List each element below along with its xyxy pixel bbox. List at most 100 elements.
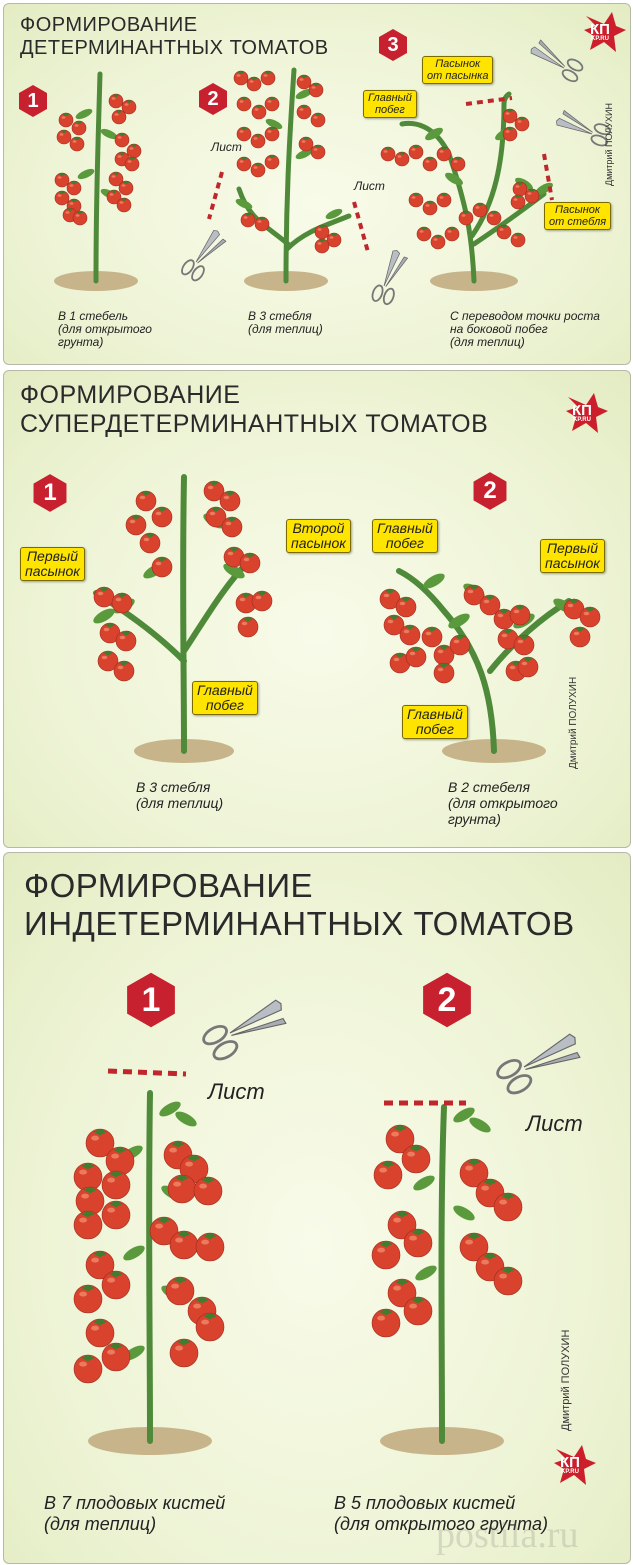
title-line: СУПЕРДЕТЕРМИНАНТНЫХ ТОМАТОВ	[20, 409, 489, 438]
tomato-icon	[108, 171, 124, 187]
tomato-icon	[416, 226, 432, 242]
tomato-icon	[149, 1216, 179, 1246]
step-number-badge: 2	[196, 82, 230, 116]
tomato-icon	[296, 104, 312, 120]
tomato-icon	[510, 194, 526, 210]
leaf-icon	[453, 1107, 475, 1123]
tomato-icon	[430, 234, 446, 250]
tomato-icon	[513, 634, 535, 656]
tomato-icon	[449, 634, 471, 656]
tomato-icon	[151, 556, 173, 578]
tomato-icon	[54, 190, 70, 206]
tomato-icon	[310, 112, 326, 128]
plant-caption: В 7 плодовых кистей (для теплиц)	[44, 1493, 226, 1534]
tomato-icon	[296, 74, 312, 90]
tomato-icon	[408, 144, 424, 160]
step-number-badge: 2	[418, 971, 476, 1029]
tomato-icon	[563, 598, 585, 620]
tomato-icon	[569, 626, 591, 648]
tomato-icon	[308, 82, 324, 98]
tomato-icon	[169, 1230, 199, 1260]
tomato-icon	[250, 133, 266, 149]
section-determinate: ФОРМИРОВАНИЕ ДЕТЕРМИНАНТНЫХ ТОМАТОВ 1 2 …	[3, 3, 631, 365]
section-indeterminate: ФОРМИРОВАНИЕ ИНДЕТЕРМИНАНТНЫХ ТОМАТОВ 1 …	[3, 852, 631, 1564]
tomato-icon	[405, 646, 427, 668]
tomato-icon	[235, 592, 257, 614]
tomato-icon	[493, 608, 515, 630]
tomato-icon	[486, 210, 502, 226]
scissors-icon	[181, 230, 227, 282]
tomato-icon	[85, 1128, 115, 1158]
tomato-icon	[151, 506, 173, 528]
tomato-icon	[219, 490, 241, 512]
plant-caption: В 5 плодовых кистей (для открытого грунт…	[334, 1493, 548, 1534]
section-title: ФОРМИРОВАНИЕ ИНДЕТЕРМИНАНТНЫХ ТОМАТОВ	[24, 867, 575, 943]
tomato-icon	[116, 197, 132, 213]
kp-logo: КП KP.RU	[582, 10, 628, 56]
tomato-icon	[56, 129, 72, 145]
tomato-icon	[479, 594, 501, 616]
step-number: 2	[207, 88, 219, 110]
step-number-badge: 2	[470, 471, 510, 511]
leaf-icon	[469, 1117, 491, 1133]
label-second-stepson: Второй пасынок	[286, 519, 351, 553]
leaf-icon	[235, 198, 253, 210]
logo-site: KP.RU	[573, 417, 591, 423]
tomato-icon	[236, 156, 252, 172]
tomato-icon	[66, 180, 82, 196]
leaf-icon	[123, 1245, 145, 1261]
plant-caption: В 1 стебель (для открытого грунта)	[58, 309, 152, 349]
plant-caption: В 3 стебля (для теплиц)	[248, 309, 323, 336]
tomato-icon	[524, 188, 540, 204]
tomato-icon	[399, 624, 421, 646]
leaf-icon	[77, 168, 95, 180]
stem	[399, 121, 477, 284]
tomato-icon	[422, 156, 438, 172]
tomato-icon	[379, 588, 401, 610]
tomato-icon	[101, 1200, 131, 1230]
tomato-icon	[73, 1354, 103, 1384]
tomato-icon	[114, 132, 130, 148]
label-first-stepson: Первый пасынок	[20, 547, 85, 581]
leaf-icon	[453, 1205, 475, 1221]
leaf-icon	[535, 182, 553, 196]
label-main-shoot: Главный побег	[192, 681, 258, 715]
tomato-icon	[251, 104, 267, 120]
tomato-icon	[264, 154, 280, 170]
label-main-shoot: Главный побег	[402, 705, 468, 739]
tomato-icon	[517, 656, 539, 678]
tomato-icon	[99, 622, 121, 644]
tomato-icon	[236, 96, 252, 112]
leaf-icon	[100, 128, 118, 140]
tomato-icon	[444, 226, 460, 242]
tomato-icon	[118, 180, 134, 196]
tomato-icon	[101, 1342, 131, 1372]
hexagon-badge-icon	[379, 29, 407, 61]
kp-logo: КП KP.RU	[552, 1443, 598, 1489]
label-stepson-from-stem: Пасынок от стебля	[544, 202, 612, 230]
tomato-icon	[125, 514, 147, 536]
scissors-icon	[496, 1033, 581, 1095]
title-line: ФОРМИРОВАНИЕ	[20, 381, 241, 409]
tomato-icon	[69, 136, 85, 152]
tomato-icon	[101, 1270, 131, 1300]
tomato-icon	[433, 662, 455, 684]
scissors-icon	[202, 999, 287, 1061]
leaf-icon	[159, 1101, 181, 1117]
tomato-icon	[436, 192, 452, 208]
tomato-icon	[493, 1266, 523, 1296]
tomato-icon	[101, 1170, 131, 1200]
tomato-icon	[260, 70, 276, 86]
leaf-icon	[423, 573, 445, 589]
tomato-icon	[459, 1158, 489, 1188]
tomato-icon	[579, 606, 601, 628]
stem	[146, 1090, 153, 1444]
author-credit: Дмитрий ПОЛУХИН	[568, 676, 579, 769]
label-main-shoot: Главный побег	[363, 90, 417, 118]
leaf-icon	[295, 88, 313, 100]
tomato-icon	[105, 1146, 135, 1176]
step-number-badge: 1	[30, 473, 70, 513]
tomato-icon	[195, 1232, 225, 1262]
label-first-stepson: Первый пасынок	[540, 539, 605, 573]
tomato-icon	[85, 1250, 115, 1280]
